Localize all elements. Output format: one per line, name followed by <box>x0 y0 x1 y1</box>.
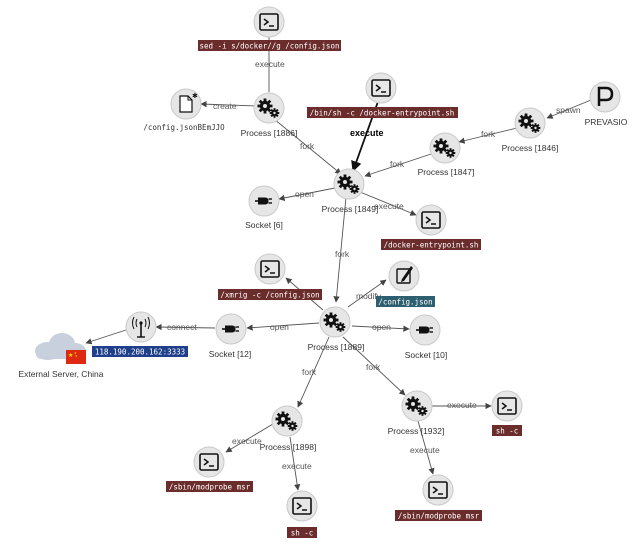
prevasio-logo <box>597 86 614 106</box>
command-node-modprobe-2[interactable]: /sbin/modprobe msr <box>395 474 482 521</box>
socket-label-10: Socket [10] <box>405 350 448 360</box>
process-node-1849[interactable]: Process [1849] <box>322 168 379 214</box>
command-label-binsh: /bin/sh -c /docker-entrypoint.sh <box>310 109 455 118</box>
edge-label-connect: connect <box>167 322 197 332</box>
edge-open-6 <box>278 187 336 201</box>
command-label-entry: /docker-entrypoint.sh <box>384 241 479 250</box>
edge-label-spawn: spawn <box>556 105 581 115</box>
file-label-new: /config.jsonBEmJJO <box>143 123 225 132</box>
network-node-ip[interactable]: 118.190.200.162:3333 <box>92 311 188 357</box>
process-node-1886[interactable]: Process [1886] <box>241 92 298 138</box>
edge-label-create: create <box>213 101 237 111</box>
socket-node-6[interactable]: Socket [6] <box>245 185 283 230</box>
edge-spawn <box>546 99 592 119</box>
edge-label-execute-mod2: execute <box>410 445 440 455</box>
command-node-modprobe-1[interactable]: /sbin/modprobe msr <box>166 446 253 492</box>
command-node-entry[interactable]: /docker-entrypoint.sh <box>381 204 481 250</box>
command-label-bg <box>198 40 341 51</box>
edge-label-execute-mod1: execute <box>232 436 262 446</box>
edge-execute-sh1 <box>289 436 301 491</box>
socket-label-6: Socket [6] <box>245 220 283 230</box>
process-label-1849: Process [1849] <box>322 204 379 214</box>
file-label-config: /config.json <box>378 298 432 307</box>
command-node-xmrig[interactable]: /xmrig -c /config.json <box>218 253 322 300</box>
edge-label-fork-1932: fork <box>366 362 381 372</box>
process-label-1847: Process [1847] <box>418 167 475 177</box>
edge-fork-1849 <box>333 196 347 303</box>
edge-connect <box>155 323 216 331</box>
edge-create <box>200 101 257 108</box>
edge-open-10 <box>351 325 410 332</box>
command-label-modprobe-2: /sbin/modprobe msr <box>398 512 480 521</box>
process-label-1886: Process [1886] <box>241 128 298 138</box>
edge-open-12 <box>246 322 320 331</box>
edge-label-open-12: open <box>270 322 289 332</box>
file-node-config-new[interactable]: ✱ /config.jsonBEmJJO <box>143 88 225 132</box>
new-file-icon: ✱ <box>179 92 198 113</box>
process-label-1898: Process [1898] <box>260 442 317 452</box>
edit-icon <box>396 266 413 284</box>
edge-label-execute-binsh: execute <box>350 128 384 138</box>
command-label-shc-1: sh -c <box>291 529 314 538</box>
svg-text:✱: ✱ <box>192 92 198 100</box>
file-node-config[interactable]: /config.json <box>376 260 435 307</box>
antenna-icon <box>132 316 150 338</box>
edge-fork-1886 <box>273 118 342 175</box>
edge-label-open-10: open <box>372 322 391 332</box>
edge-label-fork-1886: fork <box>300 141 315 151</box>
edge-fork-1932 <box>342 336 406 396</box>
process-node-1889[interactable]: Process [1889] <box>308 306 365 352</box>
process-label-1846: Process [1846] <box>502 143 559 153</box>
svg-text:★: ★ <box>68 352 73 359</box>
edge-label-execute-sed: execute <box>255 59 285 69</box>
process-node-1847[interactable]: Process [1847] <box>418 132 475 177</box>
process-label-1932: Process [1932] <box>388 426 445 436</box>
edge-label-fork-1898: fork <box>302 367 317 377</box>
process-node-1898[interactable]: Process [1898] <box>260 405 317 452</box>
edge-connect-external <box>85 329 127 345</box>
process-label-1889: Process [1889] <box>308 342 365 352</box>
edge-execute-entry <box>359 191 417 216</box>
edge-fork-1847 <box>364 153 432 178</box>
edge-label-modify: modify <box>356 291 382 301</box>
command-label-sed: sed -i s/docker//g /config.json <box>200 42 340 51</box>
socket-node-12[interactable]: Socket [12] <box>209 313 252 359</box>
prevasio-node[interactable]: PREVASIO <box>585 81 628 127</box>
edge-labels: execute create fork execute spawn fork f… <box>167 59 581 471</box>
edge-fork-1846 <box>458 127 518 144</box>
edge-modify <box>347 279 387 308</box>
external-server-node[interactable]: ★ ★ ★ External Server, China <box>18 333 104 379</box>
command-label-xmrig: /xmrig -c /config.json <box>220 291 319 300</box>
edge-label-execute-sh1: execute <box>282 461 312 471</box>
edge-execute-mod1 <box>225 423 274 453</box>
prevasio-label: PREVASIO <box>585 117 628 127</box>
edge-label-fork-1846: fork <box>481 129 496 139</box>
svg-text:★: ★ <box>75 354 78 358</box>
external-server-label: External Server, China <box>18 369 103 379</box>
edge-label-execute-entry: execute <box>374 201 404 211</box>
edge-label-open-6: open <box>295 189 314 199</box>
command-node-shc-1[interactable]: sh -c <box>286 490 318 538</box>
socket-node-10[interactable]: Socket [10] <box>405 314 448 360</box>
china-flag-icon: ★ ★ ★ <box>66 350 86 364</box>
process-node-1932[interactable]: Process [1932] <box>388 390 445 436</box>
edges <box>85 36 592 491</box>
svg-text:★: ★ <box>74 351 77 355</box>
edge-fork-1898 <box>297 336 330 408</box>
command-node-shc-2[interactable]: sh -c <box>491 390 523 436</box>
edge-label-execute-sh2: execute <box>447 400 477 410</box>
ip-label: 118.190.200.162:3333 <box>95 348 185 357</box>
socket-label-12: Socket [12] <box>209 349 252 359</box>
process-node-1846[interactable]: Process [1846] <box>502 107 559 153</box>
edge-label-fork-1847: fork <box>390 159 405 169</box>
command-node-binsh[interactable]: /bin/sh -c /docker-entrypoint.sh <box>307 72 458 118</box>
edge-label-fork-1849: fork <box>335 249 350 259</box>
command-label-modprobe-1: /sbin/modprobe msr <box>169 483 251 492</box>
command-node-sed[interactable]: sed -i s/docker//g /config.json <box>198 6 341 51</box>
command-label-shc-2: sh -c <box>496 427 519 436</box>
edge-execute-mod2 <box>417 420 435 475</box>
